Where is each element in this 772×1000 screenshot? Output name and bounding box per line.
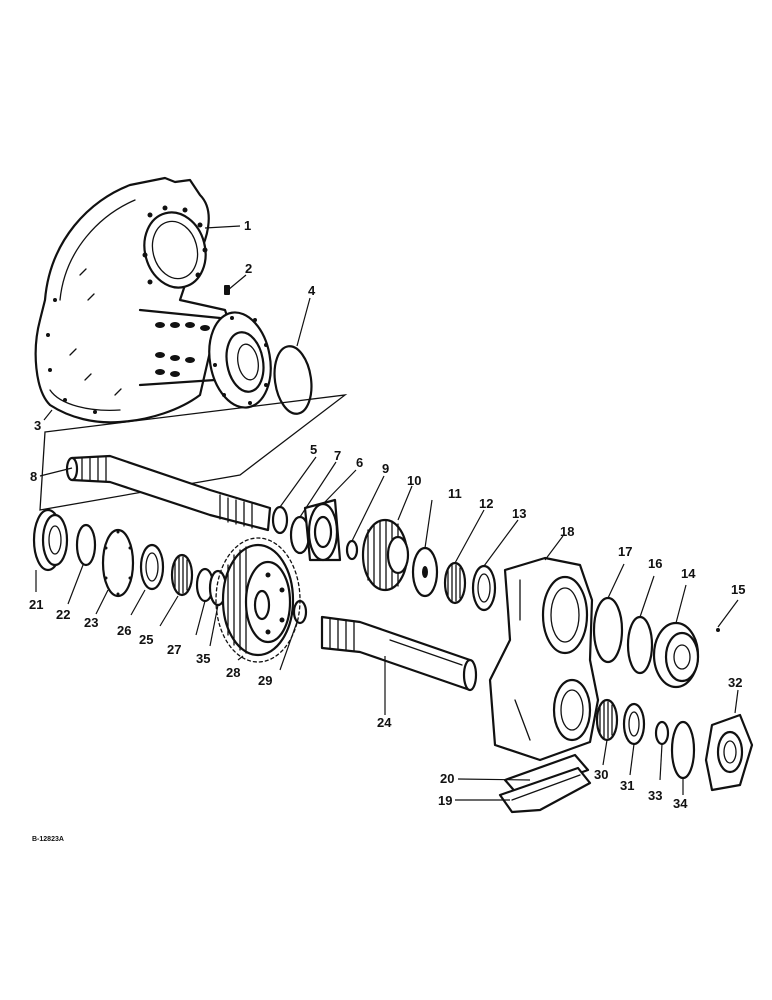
- callout-31: 31: [620, 778, 635, 793]
- callout-34: 34: [673, 796, 688, 811]
- callout-5: 5: [310, 442, 318, 457]
- callout-27: 27: [167, 642, 182, 657]
- callout-18: 18: [560, 524, 575, 539]
- callout-1: 1: [244, 218, 252, 233]
- callout-2: 2: [245, 261, 253, 276]
- callout-16: 16: [648, 556, 663, 571]
- output-shaft-part: [320, 615, 478, 692]
- callout-29: 29: [258, 673, 273, 688]
- callout-11: 11: [448, 486, 462, 501]
- bearing-part-12: [443, 561, 467, 605]
- cover-part-14: [652, 621, 700, 689]
- callout-22: 22: [56, 607, 71, 622]
- pan-part-19: [498, 766, 592, 814]
- callout-17: 17: [618, 544, 633, 559]
- o-ring-part-22: [75, 523, 97, 567]
- callout-32: 32: [728, 675, 743, 690]
- callout-33: 33: [648, 788, 663, 803]
- callout-35: 35: [196, 651, 211, 666]
- callout-20: 20: [440, 771, 455, 786]
- shaft-part: [65, 454, 272, 532]
- housing-part: [34, 176, 272, 424]
- cup-part-26: [139, 543, 165, 591]
- gear-case-part: [488, 556, 600, 762]
- snap-ring-part-9: [345, 539, 359, 561]
- cover-plate-part-32: [704, 713, 754, 792]
- assembly-outline: [39, 394, 348, 511]
- callout-15: 15: [731, 582, 746, 597]
- callout-23: 23: [84, 615, 99, 630]
- callout-14: 14: [681, 566, 696, 581]
- callout-7: 7: [334, 448, 342, 463]
- snap-ring-part-29: [292, 599, 308, 625]
- washer-part-33: [654, 720, 670, 746]
- callout-6: 6: [356, 455, 364, 470]
- retainer-part-6: [303, 498, 342, 562]
- cup-part-13: [471, 564, 497, 612]
- callout-3: 3: [34, 418, 42, 433]
- cup-part-31: [622, 702, 646, 746]
- gear-part-28: [221, 543, 295, 657]
- gear-part-10: [361, 518, 410, 592]
- callout-25: 25: [139, 632, 154, 647]
- o-ring-part-16: [626, 615, 654, 675]
- bearing-part-25: [170, 553, 194, 597]
- callout-10: 10: [407, 473, 422, 488]
- callout-26: 26: [117, 623, 132, 638]
- gasket-part-23: [101, 528, 135, 598]
- seal-part-21: [32, 508, 69, 572]
- leader-lines: [35, 225, 739, 801]
- o-ring-part: [273, 345, 313, 415]
- callout-8: 8: [30, 469, 38, 484]
- bolt-part-15: [716, 628, 720, 632]
- bolt-part: [224, 285, 230, 295]
- callout-28: 28: [226, 665, 241, 680]
- callout-19: 19: [438, 793, 453, 808]
- callout-24: 24: [377, 715, 392, 730]
- o-ring-part-34: [670, 720, 696, 780]
- callout-9: 9: [382, 461, 390, 476]
- gasket-part-17: [592, 596, 624, 664]
- callout-4: 4: [308, 283, 316, 298]
- callout-13: 13: [512, 506, 527, 521]
- callout-21: 21: [29, 597, 44, 612]
- ring-part-5: [271, 505, 289, 535]
- callout-30: 30: [594, 767, 609, 782]
- bearing-part-30: [595, 698, 619, 742]
- reference-code: B-12823A: [32, 836, 64, 843]
- callout-12: 12: [479, 496, 494, 511]
